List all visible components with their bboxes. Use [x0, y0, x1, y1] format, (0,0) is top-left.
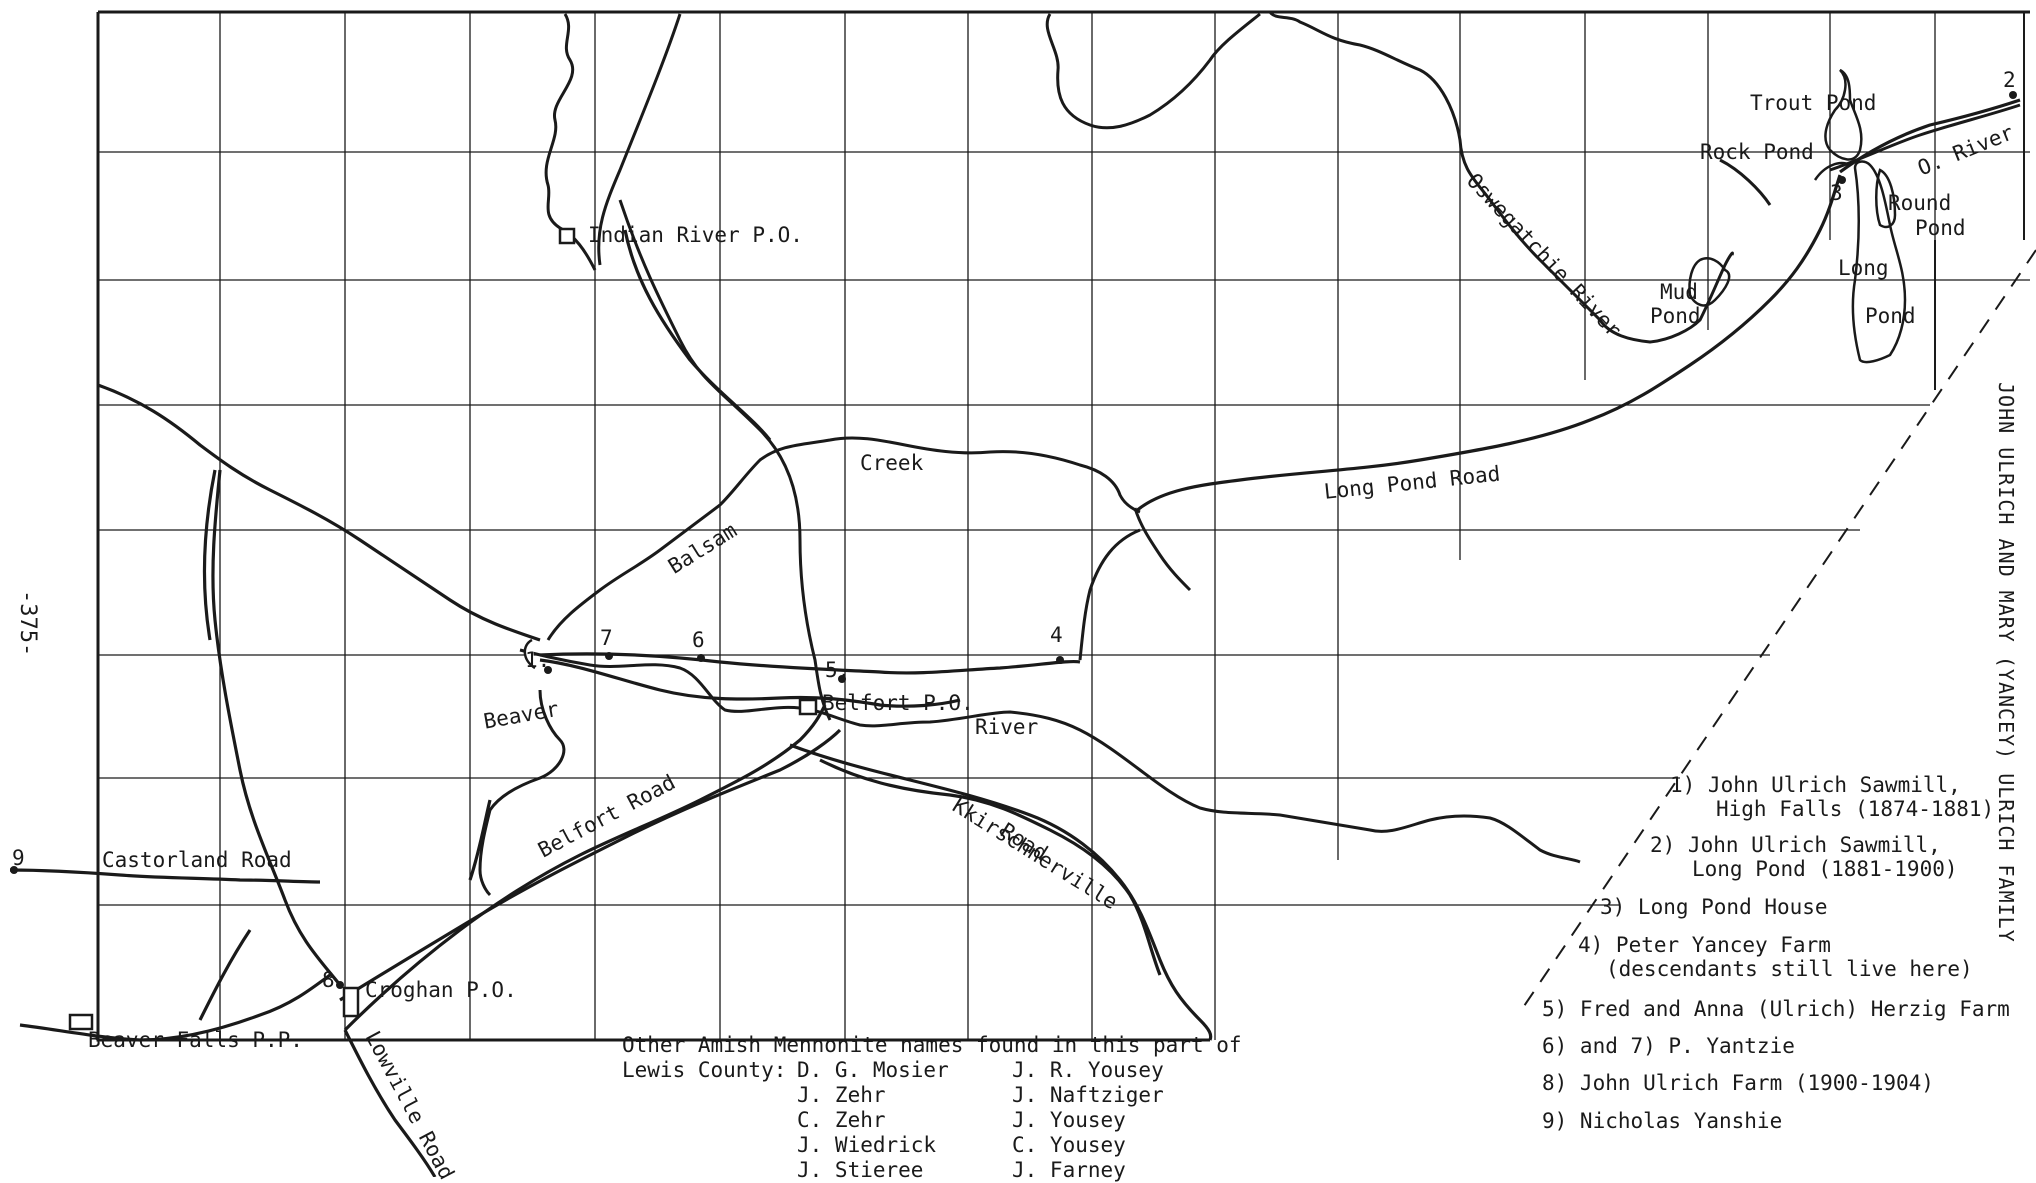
other-names-col2-1: J. Naftziger — [1012, 1083, 1164, 1107]
grid-lines — [98, 12, 2030, 1040]
croghan-po-icon — [342, 986, 360, 1018]
belfort-road — [343, 704, 827, 1032]
marker-label-5: 5. — [825, 658, 851, 682]
mud-pond — [1688, 257, 1731, 307]
other-names-col1-2: C. Zehr — [797, 1108, 886, 1132]
legend-item-3: 3) Long Pond House — [1600, 895, 1828, 919]
marker-dot-5 — [838, 675, 846, 683]
round-pond — [1875, 168, 1897, 229]
beaver-creek-south — [478, 689, 566, 897]
indian-river-upper — [597, 13, 682, 266]
other-names-col2-0: J. R. Yousey — [1012, 1058, 1164, 1082]
marker-dot-4 — [1056, 656, 1064, 664]
legend-item-5: 5) Fred and Anna (Ulrich) Herzig Farm — [1542, 997, 2010, 1021]
road-to-croghan — [211, 469, 342, 986]
label-round-pond-1: Round — [1888, 191, 1952, 215]
other-names-heading-1: Other Amish Mennonite names found in thi… — [622, 1033, 1242, 1057]
marker-label-3: 3 — [1830, 181, 1843, 205]
road-south-1 — [198, 929, 252, 1021]
marker-dot-3 — [1838, 176, 1846, 184]
legend-item-2-line2: Long Pond (1881-1900) — [1692, 857, 1958, 881]
legend-item-4-line1: 4) Peter Yancey Farm — [1578, 933, 1831, 957]
beaver-falls-road — [19, 973, 331, 1042]
label-creek: Creek — [860, 451, 924, 475]
legend-item-8: 8) John Ulrich Farm (1900-1904) — [1542, 1071, 1934, 1095]
road-south-2 — [468, 799, 492, 881]
other-names-col2-3: C. Yousey — [1012, 1133, 1126, 1157]
lowville-road — [343, 1029, 437, 1177]
other-names-col2-2: J. Yousey — [1012, 1108, 1126, 1132]
marker-label-9: 9 — [12, 846, 25, 870]
label-river: River — [975, 715, 1039, 739]
other-names-col1-4: J. Stieree — [797, 1158, 924, 1182]
marker-label-7: 7 — [600, 626, 613, 650]
upper-river — [1719, 158, 1772, 206]
marker-label-6: 6 — [692, 628, 705, 652]
label-croghan-po: Croghan P.O. — [365, 978, 517, 1002]
belfort-link — [539, 658, 961, 708]
legend-item-6-7: 6) and 7) P. Yantzie — [1542, 1034, 1795, 1058]
label-beaver-falls-pp: Beaver Falls P.P. — [88, 1028, 303, 1052]
falls-mark-1 — [523, 638, 536, 670]
page-number: -375- — [15, 590, 40, 657]
beaver-river — [519, 648, 1581, 864]
balsam-creek — [546, 436, 1141, 641]
marker-label-4: 4 — [1050, 623, 1063, 647]
road-north-west — [202, 469, 217, 641]
kirschnerville-road-2 — [819, 758, 1162, 976]
marker-dot-2 — [2009, 91, 2017, 99]
long-pond-road-east — [1839, 98, 2021, 174]
side-title: JOHN ULRICH AND MARY (YANCEY) ULRICH FAM… — [1994, 382, 2018, 943]
other-names-col2-4: J. Farney — [1012, 1158, 1126, 1182]
oswegatchie-left-branch — [1045, 12, 1261, 130]
label-long-pond-2: Pond — [1865, 304, 1916, 328]
marker-dot-7 — [605, 652, 613, 660]
indian-river-po-icon — [558, 227, 576, 245]
indian-river-road — [623, 229, 772, 441]
other-names-col1-1: J. Zehr — [797, 1083, 886, 1107]
marker-label-8: 8 — [322, 968, 335, 992]
label-mud-pond-1: Mud — [1660, 280, 1698, 304]
label-rock-pond: Rock Pond — [1700, 140, 1814, 164]
creek-east — [1133, 507, 1192, 592]
marker-dot-6 — [697, 654, 705, 662]
creek-4 — [1078, 528, 1141, 661]
marker-label-2: 2 — [2003, 68, 2016, 92]
kirschnerville-road — [789, 743, 1213, 1041]
other-names-heading-2: Lewis County: — [622, 1058, 787, 1082]
oswegatchie-river — [1268, 10, 1734, 344]
legend-item-4-line2: (descendants still live here) — [1606, 957, 1973, 981]
marker-label-1: 1. — [525, 648, 551, 672]
beaver-falls-icon — [68, 1013, 94, 1031]
belfort-road-2 — [339, 728, 842, 1002]
legend-item-1-line2: High Falls (1874-1881) — [1716, 797, 1995, 821]
label-trout-pond: Trout Pond — [1750, 91, 1877, 115]
castorland-road — [9, 868, 321, 884]
label-mud-pond-2: Pond — [1650, 304, 1701, 328]
legend-item-1-line1: 1) John Ulrich Sawmill, — [1670, 773, 1961, 797]
other-names-col1-0: D. G. Mosier — [797, 1058, 949, 1082]
other-names-col1-3: J. Wiedrick — [797, 1133, 937, 1157]
label-belfort-po: Belfort P.O. — [822, 691, 974, 715]
marker-dot-1 — [544, 666, 552, 674]
belfort-po-icon — [798, 698, 818, 716]
marker-dot-9 — [10, 866, 18, 874]
long-pond — [1851, 160, 1907, 364]
rock-pond-link — [1813, 161, 1851, 181]
marker-dot-8 — [336, 981, 344, 989]
label-castorland-road: Castorland Road — [102, 848, 292, 872]
trout-pond — [1824, 68, 1863, 161]
road-1-to-4 — [539, 652, 1081, 675]
label-round-pond-2: Pond — [1915, 216, 1966, 240]
label-long-pond-1: Long — [1838, 256, 1889, 280]
long-pond-road — [1133, 174, 1842, 514]
road-north — [618, 199, 832, 721]
boundary-diagonal — [1519, 249, 2036, 1013]
label-indian-river-po: Indian River P.O. — [588, 223, 803, 247]
legend-item-9: 9) Nicholas Yanshie — [1542, 1109, 1783, 1133]
legend-item-2-line1: 2) John Ulrich Sawmill, — [1650, 833, 1941, 857]
west-road — [97, 383, 541, 642]
